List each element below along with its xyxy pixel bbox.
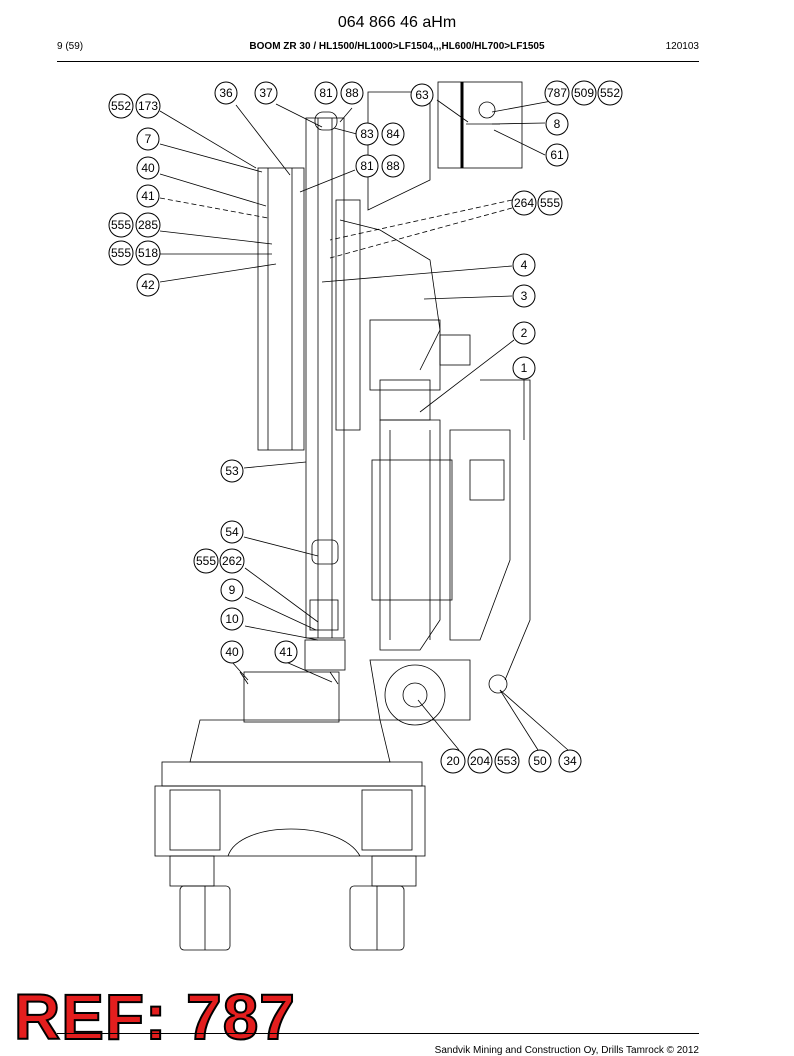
callout-34: 34 (558, 749, 582, 773)
callout-555: 555 (193, 548, 219, 574)
callout-label: 63 (415, 88, 429, 102)
callout-50: 50 (528, 749, 552, 773)
page-indicator: 9 (59) (57, 41, 84, 52)
callout-84: 84 (381, 122, 405, 146)
callout-label: 34 (563, 754, 577, 768)
callout-552: 552 (108, 93, 134, 119)
callout-label: 4 (521, 258, 528, 272)
callout-label: 50 (533, 754, 547, 768)
callout-10: 10 (220, 607, 244, 631)
callout-label: 264 (514, 196, 534, 210)
callout-label: 10 (225, 612, 239, 626)
document-number: 064 866 46 aHm (337, 14, 457, 31)
callout-36: 36 (214, 81, 238, 105)
callout-label: 204 (470, 754, 490, 768)
callout-label: 3 (521, 289, 528, 303)
callout-label: 88 (345, 86, 359, 100)
callout-label: 7 (145, 132, 152, 146)
callout-1: 1 (512, 356, 536, 380)
callout-7: 7 (136, 127, 160, 151)
callout-264: 264 (511, 190, 537, 216)
document-code: 120103 (665, 41, 699, 52)
callout-label: 553 (497, 754, 517, 768)
callout-53: 53 (220, 459, 244, 483)
callout-555: 555 (537, 190, 563, 216)
callout-label: 555 (111, 246, 131, 260)
callout-label: 787 (547, 86, 567, 100)
callout-61: 61 (545, 143, 569, 167)
page-title: BOOM ZR 30 / HL1500/HL1000>LF1504,,,HL60… (249, 41, 545, 52)
callout-204: 204 (467, 748, 493, 774)
callout-label: 42 (141, 278, 155, 292)
callout-40: 40 (220, 640, 244, 664)
callout-label: 81 (360, 159, 374, 173)
callout-555: 555 (108, 212, 134, 238)
callout-4: 4 (512, 253, 536, 277)
callout-label: 518 (138, 246, 158, 260)
callout-518: 518 (135, 240, 161, 266)
callout-group: 36 37 81 88 63 787 509 552 552 173 83 84… (108, 80, 623, 774)
callout-label: 509 (574, 86, 594, 100)
callout-88: 88 (340, 81, 364, 105)
callout-label: 555 (111, 218, 131, 232)
callout-label: 9 (229, 583, 236, 597)
callout-88: 88 (381, 154, 405, 178)
callout-label: 285 (138, 218, 158, 232)
callout-173: 173 (135, 93, 161, 119)
callout-40: 40 (136, 156, 160, 180)
footer-divider (57, 1033, 699, 1034)
callout-262: 262 (219, 548, 245, 574)
callout-787: 787 (544, 80, 570, 106)
callout-label: 84 (386, 127, 400, 141)
callout-81: 81 (355, 154, 379, 178)
callout-label: 2 (521, 326, 528, 340)
callout-37: 37 (254, 81, 278, 105)
callout-553: 553 (494, 748, 520, 774)
boom-line-art (154, 81, 531, 951)
callout-label: 81 (319, 86, 333, 100)
callout-label: 552 (600, 86, 620, 100)
callout-2: 2 (512, 321, 536, 345)
callout-509: 509 (571, 80, 597, 106)
callout-41: 41 (136, 184, 160, 208)
callout-81: 81 (314, 81, 338, 105)
callout-label: 36 (219, 86, 233, 100)
callout-label: 83 (360, 127, 374, 141)
callout-label: 88 (386, 159, 400, 173)
callout-label: 53 (225, 464, 239, 478)
callout-label: 552 (111, 99, 131, 113)
callout-label: 555 (540, 196, 560, 210)
callout-555: 555 (108, 240, 134, 266)
callout-8: 8 (545, 112, 569, 136)
callout-label: 1 (521, 361, 528, 375)
callout-41: 41 (274, 640, 298, 664)
reference-stamp: REF: 787 (13, 981, 296, 1053)
callout-label: 40 (225, 645, 239, 659)
callout-42: 42 (136, 273, 160, 297)
callout-label: 61 (550, 148, 564, 162)
leader-lines (159, 99, 569, 751)
callout-63: 63 (410, 83, 434, 107)
footer-copyright: Sandvik Mining and Construction Oy, Dril… (434, 1045, 699, 1056)
callout-552: 552 (597, 80, 623, 106)
callout-54: 54 (220, 520, 244, 544)
callout-label: 37 (259, 86, 273, 100)
callout-label: 555 (196, 554, 216, 568)
callout-label: 40 (141, 161, 155, 175)
callout-9: 9 (220, 578, 244, 602)
callout-label: 41 (279, 645, 293, 659)
callout-83: 83 (355, 122, 379, 146)
callout-20: 20 (440, 748, 466, 774)
callout-label: 8 (554, 117, 561, 131)
callout-label: 54 (225, 525, 239, 539)
callout-3: 3 (512, 284, 536, 308)
callout-label: 20 (446, 754, 460, 768)
callout-label: 262 (222, 554, 242, 568)
header-divider (57, 61, 699, 62)
callout-label: 41 (141, 189, 155, 203)
callout-285: 285 (135, 212, 161, 238)
callout-label: 173 (138, 99, 158, 113)
